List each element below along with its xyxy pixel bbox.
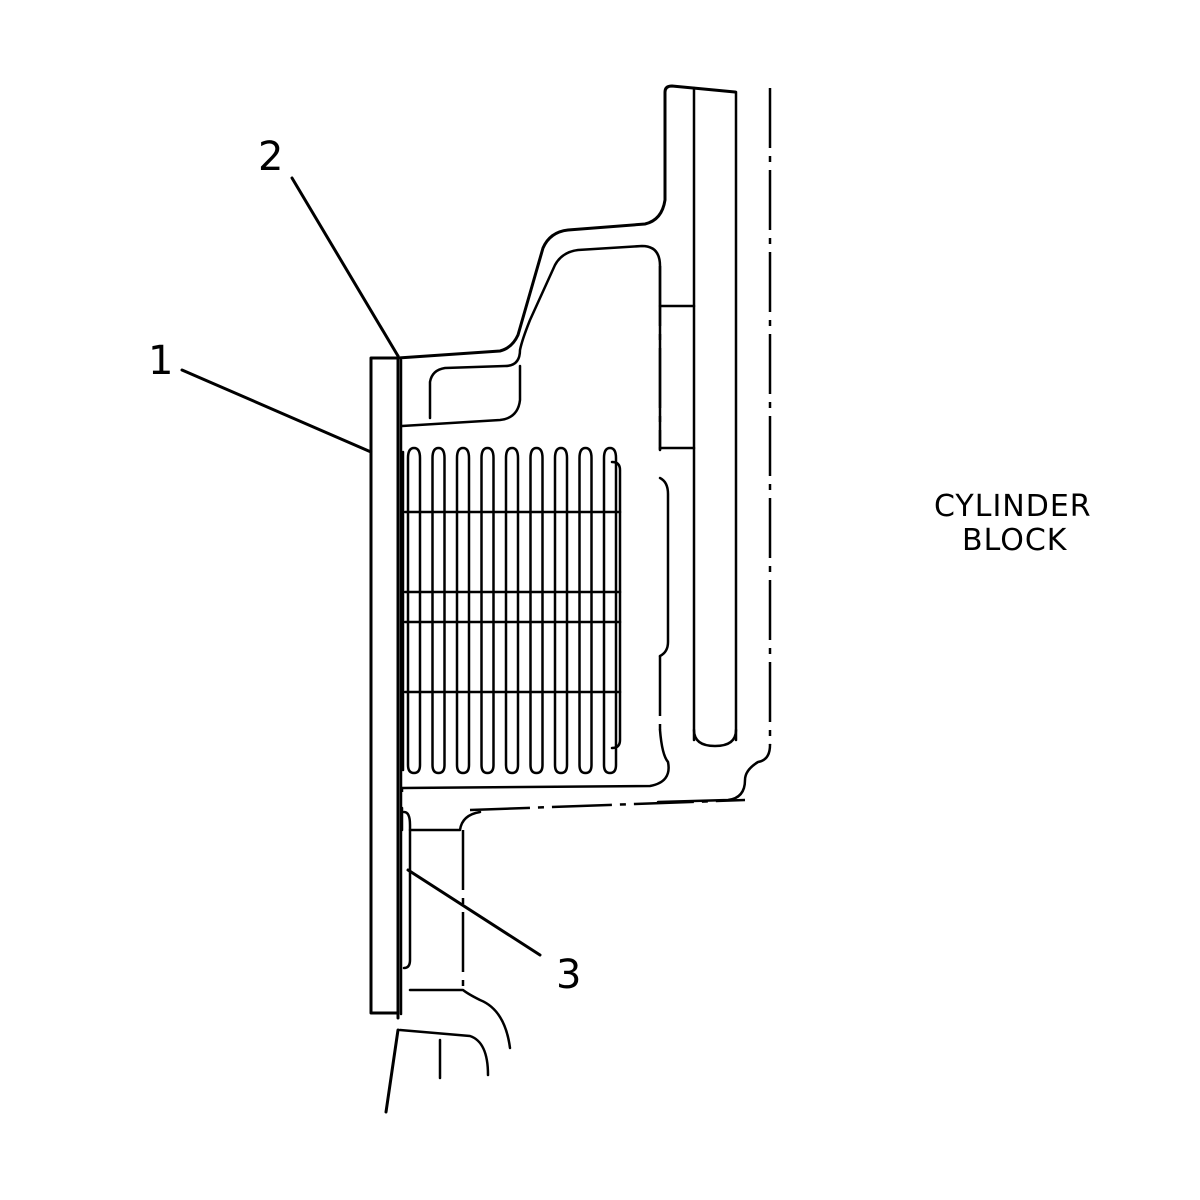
outlet-lower — [408, 988, 512, 1050]
cooler-fin — [504, 446, 520, 775]
cavity-notch-1 — [658, 476, 670, 658]
housing-lower-dashed — [469, 798, 746, 812]
base-stem — [384, 1028, 400, 1114]
housing-lower-step — [400, 806, 482, 832]
cavity-bottom-corner — [400, 728, 670, 790]
callout-1: 1 — [148, 338, 173, 384]
callout-2: 2 — [258, 134, 283, 180]
cooler-fin — [455, 446, 471, 775]
cooler-fin — [431, 446, 446, 775]
cooler-core — [401, 446, 622, 775]
cooler-core-tubes — [403, 510, 622, 694]
base-flange — [398, 1028, 490, 1080]
callout-3: 3 — [556, 952, 581, 998]
cylinder-block-label-line1: CYLINDER — [934, 489, 1092, 524]
housing-upper-outline — [396, 84, 737, 360]
cover-plate — [369, 356, 400, 1015]
cooler-fin — [602, 446, 618, 775]
cooler-fin — [578, 446, 593, 775]
seal-ring — [402, 810, 412, 970]
housing-upper-inner — [428, 244, 662, 452]
cooler-fin — [529, 446, 544, 775]
leader-line-1 — [180, 368, 373, 454]
block-slot-bottom — [692, 728, 738, 748]
leader-line-3 — [406, 868, 542, 957]
cylinder-block-label-line2: BLOCK — [962, 523, 1068, 558]
housing-inner-lip — [400, 364, 522, 428]
block-lower-corner — [656, 743, 772, 804]
cooler-fin — [406, 446, 422, 775]
cooler-fin-end — [610, 460, 622, 750]
cooler-fin — [480, 446, 495, 775]
cooler-fin — [553, 446, 569, 775]
leader-line-2 — [290, 176, 400, 358]
